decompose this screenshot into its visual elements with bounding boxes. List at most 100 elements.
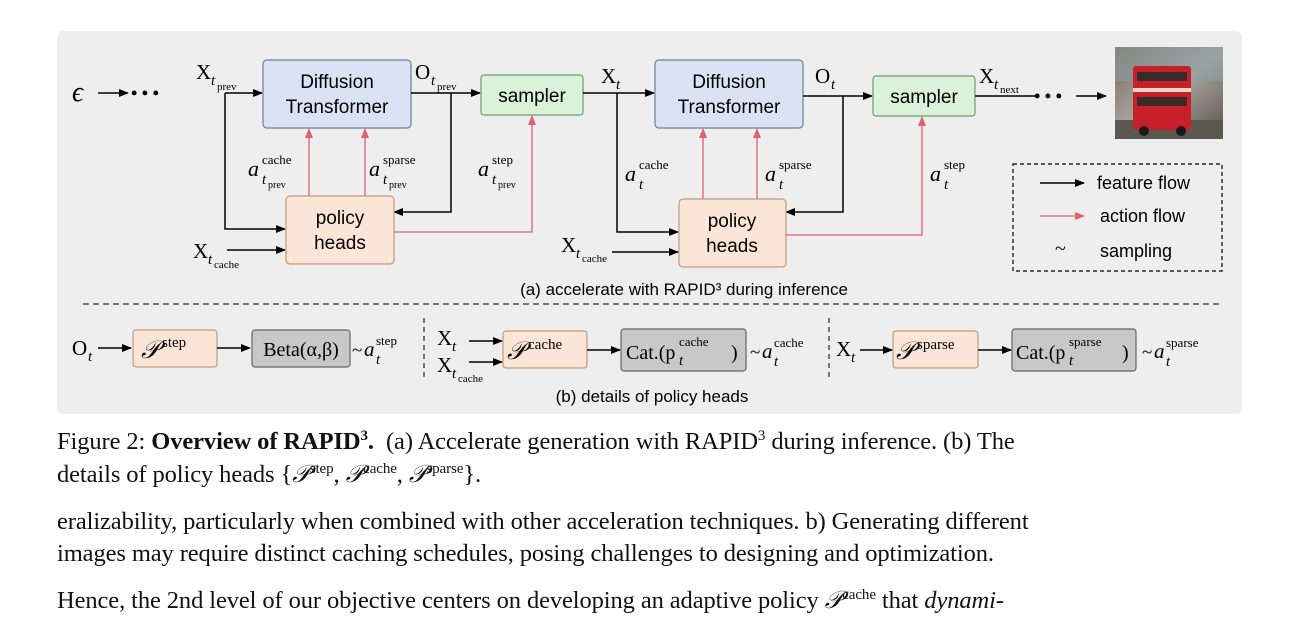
a-sparse-t-label: a sparse t <box>765 157 812 193</box>
svg-text:~: ~ <box>750 342 760 363</box>
generated-image <box>1115 47 1223 139</box>
svg-text:cache: cache <box>528 337 562 353</box>
svg-text:a: a <box>765 161 776 186</box>
svg-text:t: t <box>774 354 779 370</box>
figure-caption: Figure 2: Overview of RAPID3. (a) Accele… <box>57 426 1247 491</box>
svg-text:step: step <box>492 152 513 167</box>
svg-text:O: O <box>72 336 87 360</box>
x-tnext-label: X t next <box>979 64 1019 96</box>
figure-title: Overview of RAPID3. <box>151 427 374 455</box>
svg-text:X: X <box>437 326 452 350</box>
a-cache-tprev-label: a cache t prev <box>248 152 292 191</box>
svg-text:t: t <box>779 177 784 193</box>
body-line-2: images may require distinct caching sche… <box>57 540 994 567</box>
svg-text:t: t <box>431 73 436 89</box>
svg-text:X: X <box>979 64 994 88</box>
body-line-3: Hence, the 2nd level of our objective ce… <box>57 585 1004 614</box>
beta-label: Beta(α,β) <box>263 339 339 361</box>
cat-cache-label: Cat.(p cache t ) <box>626 334 738 369</box>
epsilon-label: ϵ <box>72 77 85 108</box>
svg-text:t: t <box>831 77 836 93</box>
svg-text:prev: prev <box>498 180 516 191</box>
svg-text:a: a <box>762 339 773 363</box>
svg-text:t: t <box>383 172 388 188</box>
sampler-label: sampler <box>890 87 958 108</box>
diffusion-transformer-label: Diffusion <box>300 72 374 93</box>
sampler-label: sampler <box>498 86 566 107</box>
figure-label: Figure 2: <box>57 428 146 455</box>
svg-text:sparse: sparse <box>917 337 955 353</box>
legend-sampling-symbol: ~ <box>1055 238 1066 260</box>
svg-text:cache: cache <box>458 373 483 385</box>
policy-heads-label: heads <box>706 236 758 257</box>
a-cache-b-label: ~ a cache t <box>750 335 804 370</box>
caption-text-a2: during inference. (b) The <box>771 428 1015 455</box>
policy-heads-label: heads <box>314 233 366 254</box>
svg-text:a: a <box>369 156 380 181</box>
svg-text:cache: cache <box>639 157 669 172</box>
svg-text:prev: prev <box>389 180 407 191</box>
x-t-label: X t <box>601 64 621 93</box>
svg-text:t: t <box>492 172 497 188</box>
o-t-label: O t <box>815 64 836 93</box>
a-sparse-tprev-label: a sparse t prev <box>369 152 416 191</box>
svg-text:): ) <box>1122 342 1129 364</box>
cat-sparse-box <box>1011 328 1137 372</box>
caption-text-a1: (a) Accelerate generation with RAPID <box>386 428 758 455</box>
svg-text:sparse: sparse <box>1166 335 1199 350</box>
caption-line-1: Figure 2: Overview of RAPID3. (a) Accele… <box>57 427 1015 455</box>
svg-text:sparse: sparse <box>1069 334 1102 349</box>
legend-action-label: action flow <box>1100 206 1186 226</box>
a-sparse-b-label: ~ a sparse t <box>1142 335 1199 370</box>
action-arrow <box>786 116 926 236</box>
svg-text:t: t <box>576 246 581 262</box>
svg-text:t: t <box>1069 353 1074 369</box>
legend-sampling-label: sampling <box>1100 241 1172 261</box>
svg-text:a: a <box>478 156 489 181</box>
feature-arrow <box>616 93 679 236</box>
cat-sparse-label: Cat.(p sparse t ) <box>1016 334 1129 369</box>
diffusion-transformer-label: Transformer <box>678 97 781 118</box>
x-t-b-label: X t <box>437 326 457 355</box>
x-tcache-b-label: X t cache <box>437 353 483 385</box>
svg-text:X: X <box>836 337 851 361</box>
x-tcache-label: X t cache <box>561 233 607 265</box>
diffusion-transformer-box <box>262 59 412 129</box>
legend-box <box>1012 163 1223 272</box>
svg-text:next: next <box>1000 84 1019 96</box>
svg-text:a: a <box>625 161 636 186</box>
svg-text:X: X <box>196 60 211 84</box>
svg-text:sparse: sparse <box>779 157 812 172</box>
svg-text:cache: cache <box>582 253 607 265</box>
svg-text:a: a <box>364 337 375 361</box>
svg-text:a: a <box>248 156 259 181</box>
a-step-t-label: a step t <box>930 157 965 193</box>
svg-text:Cat.(p: Cat.(p <box>1016 342 1065 364</box>
svg-text:cache: cache <box>774 335 804 350</box>
caption-b: (b) details of policy heads <box>556 387 749 406</box>
svg-text:Cat.(p: Cat.(p <box>626 342 675 364</box>
p-step-label: 𝒫 step <box>141 335 186 364</box>
svg-text:): ) <box>731 342 738 364</box>
svg-text:X: X <box>437 353 452 377</box>
svg-text:t: t <box>376 352 381 368</box>
svg-text:t: t <box>452 366 457 382</box>
a-step-b-label: ~ a step t <box>352 333 397 368</box>
diffusion-transformer-label: Transformer <box>286 97 389 118</box>
svg-text:prev: prev <box>437 81 457 93</box>
svg-text:t: t <box>994 77 999 93</box>
svg-text:a: a <box>1154 339 1165 363</box>
svg-text:t: t <box>851 350 856 366</box>
svg-text:step: step <box>162 335 186 351</box>
o-t-b-label: O t <box>72 336 93 365</box>
svg-text:t: t <box>211 73 216 89</box>
svg-text:t: t <box>616 77 621 93</box>
svg-text:prev: prev <box>268 180 286 191</box>
svg-text:sparse: sparse <box>383 152 416 167</box>
policy-heads-label: policy <box>708 211 757 232</box>
svg-text:step: step <box>944 157 965 172</box>
svg-text:t: t <box>262 172 267 188</box>
svg-text:X: X <box>561 233 576 257</box>
p-cache-label: 𝒫 cache <box>507 337 562 365</box>
caption-line-2: details of policy heads {𝒫step, 𝒫cache, … <box>57 459 481 488</box>
